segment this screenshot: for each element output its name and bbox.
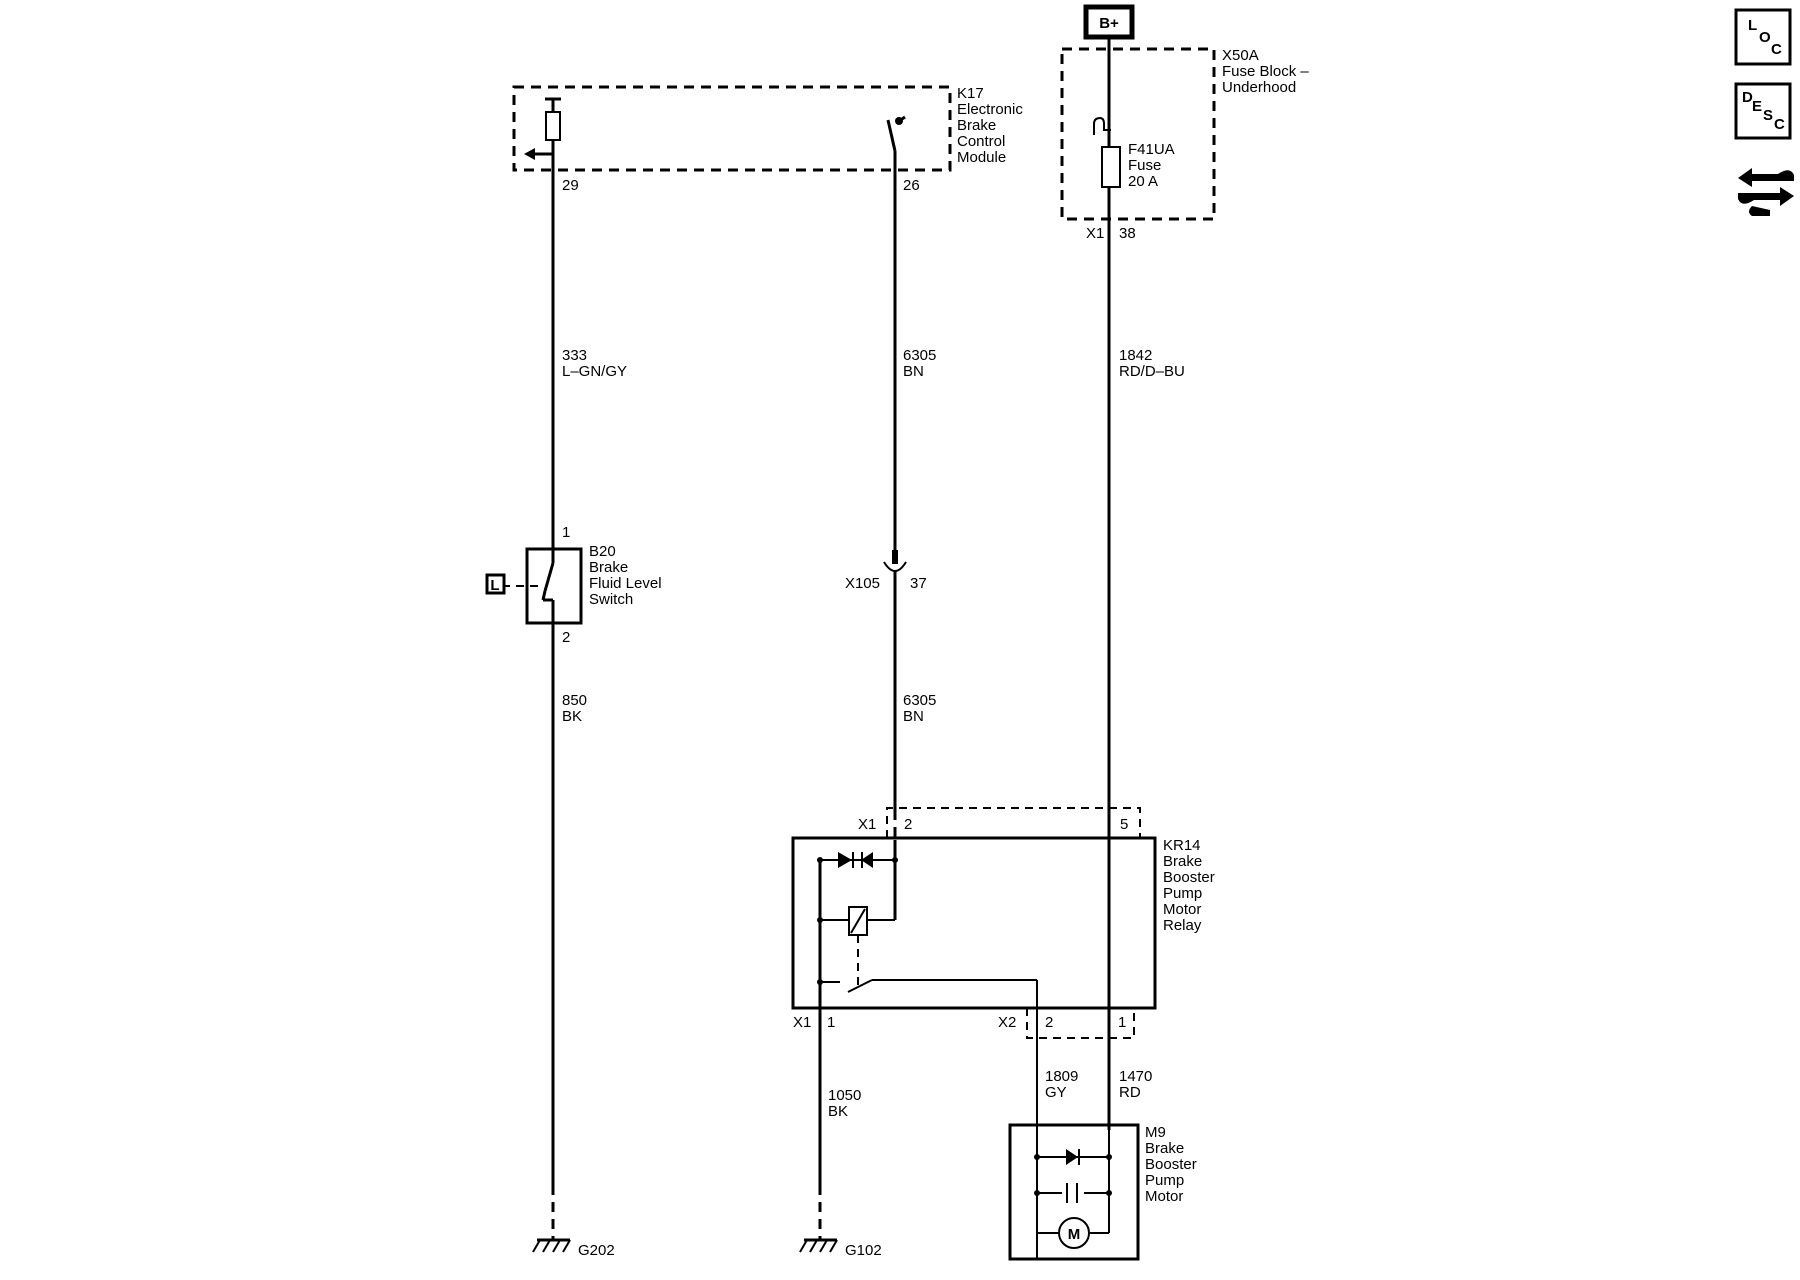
svg-text:Motor: Motor bbox=[1145, 1188, 1183, 1205]
ebcm-output-switch bbox=[886, 115, 906, 152]
svg-text:L: L bbox=[490, 577, 499, 594]
fuse-connector-label: X1 bbox=[1086, 225, 1104, 242]
wire-850: 850 BK bbox=[551, 623, 587, 1240]
svg-text:F41UA: F41UA bbox=[1128, 141, 1175, 158]
fuse-f41ua: F41UA Fuse 20 A bbox=[1093, 116, 1175, 190]
svg-text:Pump: Pump bbox=[1163, 885, 1202, 902]
svg-text:X1: X1 bbox=[793, 1014, 811, 1031]
svg-text:1: 1 bbox=[827, 1014, 835, 1031]
svg-text:Underhood: Underhood bbox=[1222, 79, 1296, 96]
svg-text:37: 37 bbox=[910, 575, 927, 592]
wire-1809: 1809 GY bbox=[1036, 1008, 1078, 1260]
svg-text:333: 333 bbox=[562, 347, 587, 364]
svg-text:X2: X2 bbox=[998, 1014, 1016, 1031]
svg-text:B+: B+ bbox=[1099, 15, 1119, 32]
wire-6305-upper: 6305 BN bbox=[893, 151, 936, 560]
ebcm-pin-29: 29 bbox=[562, 177, 579, 194]
fuse-block-x50a: X50A Fuse Block – Underhood bbox=[1060, 47, 1309, 221]
ebcm-input-circuit bbox=[524, 97, 561, 160]
wire-1842: 1842 RD/D–BU bbox=[1107, 37, 1185, 1130]
svg-text:X50A: X50A bbox=[1222, 47, 1259, 64]
svg-text:Control: Control bbox=[957, 133, 1005, 150]
relay-internal-circuit bbox=[817, 840, 1038, 1185]
svg-text:Fuse Block –: Fuse Block – bbox=[1222, 63, 1309, 80]
svg-text:6305: 6305 bbox=[903, 347, 936, 364]
svg-text:Booster: Booster bbox=[1145, 1156, 1197, 1173]
svg-text:BN: BN bbox=[903, 708, 924, 725]
svg-text:6305: 6305 bbox=[903, 692, 936, 709]
svg-text:Booster: Booster bbox=[1163, 869, 1215, 886]
relay-connector-x1-top: X1 2 5 bbox=[858, 807, 1141, 838]
svg-text:Brake: Brake bbox=[1163, 853, 1202, 870]
svg-text:M: M bbox=[1068, 1226, 1081, 1243]
svg-text:L–GN/GY: L–GN/GY bbox=[562, 363, 627, 380]
svg-text:G102: G102 bbox=[845, 1242, 882, 1259]
brake-booster-pump-motor-m9: M9 Brake Booster Pump Motor bbox=[1008, 1123, 1197, 1261]
svg-text:2: 2 bbox=[562, 629, 570, 646]
svg-text:Brake: Brake bbox=[589, 559, 628, 576]
svg-text:L: L bbox=[1748, 17, 1757, 34]
relay-connectors-bottom: X1 1 X2 2 1 bbox=[793, 1008, 1135, 1039]
svg-text:Brake: Brake bbox=[957, 117, 996, 134]
svg-text:20 A: 20 A bbox=[1128, 173, 1158, 190]
svg-text:RD: RD bbox=[1119, 1084, 1141, 1101]
svg-text:KR14: KR14 bbox=[1163, 837, 1201, 854]
battery-positive-terminal: B+ bbox=[1083, 4, 1135, 40]
fluid-level-indicator-tag: L bbox=[485, 573, 506, 595]
svg-text:C: C bbox=[1774, 116, 1785, 133]
ebcm-pin-26: 26 bbox=[903, 177, 920, 194]
wire-333: 333 L–GN/GY bbox=[551, 154, 627, 549]
svg-text:BN: BN bbox=[903, 363, 924, 380]
svg-text:Brake: Brake bbox=[1145, 1140, 1184, 1157]
svg-text:1842: 1842 bbox=[1119, 347, 1152, 364]
svg-text:Switch: Switch bbox=[589, 591, 633, 608]
svg-text:Motor: Motor bbox=[1163, 901, 1201, 918]
svg-text:2: 2 bbox=[1045, 1014, 1053, 1031]
svg-text:C: C bbox=[1771, 41, 1782, 58]
svg-text:850: 850 bbox=[562, 692, 587, 709]
svg-text:Relay: Relay bbox=[1163, 917, 1202, 934]
connector-flow-icon[interactable] bbox=[1738, 168, 1794, 216]
svg-text:B20: B20 bbox=[589, 543, 616, 560]
svg-text:1809: 1809 bbox=[1045, 1068, 1078, 1085]
brake-booster-pump-motor-relay-kr14: KR14 Brake Booster Pump Motor Relay bbox=[791, 836, 1215, 1010]
svg-text:GY: GY bbox=[1045, 1084, 1067, 1101]
fuse-pin-label: 38 bbox=[1119, 225, 1136, 242]
ground-g202: G202 bbox=[532, 1238, 615, 1259]
svg-text:1470: 1470 bbox=[1119, 1068, 1152, 1085]
brake-fluid-level-switch-b20: 1 2 B20 Brake Fluid Level Switch bbox=[502, 524, 662, 646]
svg-text:BK: BK bbox=[828, 1103, 848, 1120]
svg-text:1: 1 bbox=[1118, 1014, 1126, 1031]
svg-text:S: S bbox=[1763, 107, 1773, 124]
svg-text:K17: K17 bbox=[957, 85, 984, 102]
svg-text:1: 1 bbox=[562, 524, 570, 541]
motor-internal-circuit: M bbox=[1034, 1130, 1112, 1249]
svg-text:Pump: Pump bbox=[1145, 1172, 1184, 1189]
svg-text:Electronic: Electronic bbox=[957, 101, 1023, 118]
location-view-button[interactable]: L O C bbox=[1734, 8, 1792, 66]
svg-text:1050: 1050 bbox=[828, 1087, 861, 1104]
svg-text:Module: Module bbox=[957, 149, 1006, 166]
svg-text:G202: G202 bbox=[578, 1242, 615, 1259]
svg-text:2: 2 bbox=[904, 816, 912, 833]
description-view-button[interactable]: D E S C bbox=[1734, 82, 1792, 140]
wire-1050: 1050 BK bbox=[818, 1087, 861, 1240]
svg-text:Fluid Level: Fluid Level bbox=[589, 575, 662, 592]
svg-text:D: D bbox=[1742, 89, 1753, 106]
svg-text:X105: X105 bbox=[845, 575, 880, 592]
svg-text:RD/D–BU: RD/D–BU bbox=[1119, 363, 1185, 380]
svg-text:Fuse: Fuse bbox=[1128, 157, 1161, 174]
ground-g102: G102 bbox=[799, 1238, 882, 1259]
svg-text:M9: M9 bbox=[1145, 1124, 1166, 1141]
svg-text:O: O bbox=[1759, 29, 1771, 46]
wire-1470: 1470 RD bbox=[1119, 1068, 1152, 1101]
svg-text:5: 5 bbox=[1120, 816, 1128, 833]
wire-6305-lower: 6305 BN bbox=[893, 570, 936, 838]
svg-text:BK: BK bbox=[562, 708, 582, 725]
ebcm-k17: K17 Electronic Brake Control Module bbox=[512, 85, 1023, 172]
svg-text:E: E bbox=[1752, 98, 1762, 115]
svg-text:X1: X1 bbox=[858, 816, 876, 833]
inline-connector-x105: X105 37 bbox=[845, 550, 927, 592]
